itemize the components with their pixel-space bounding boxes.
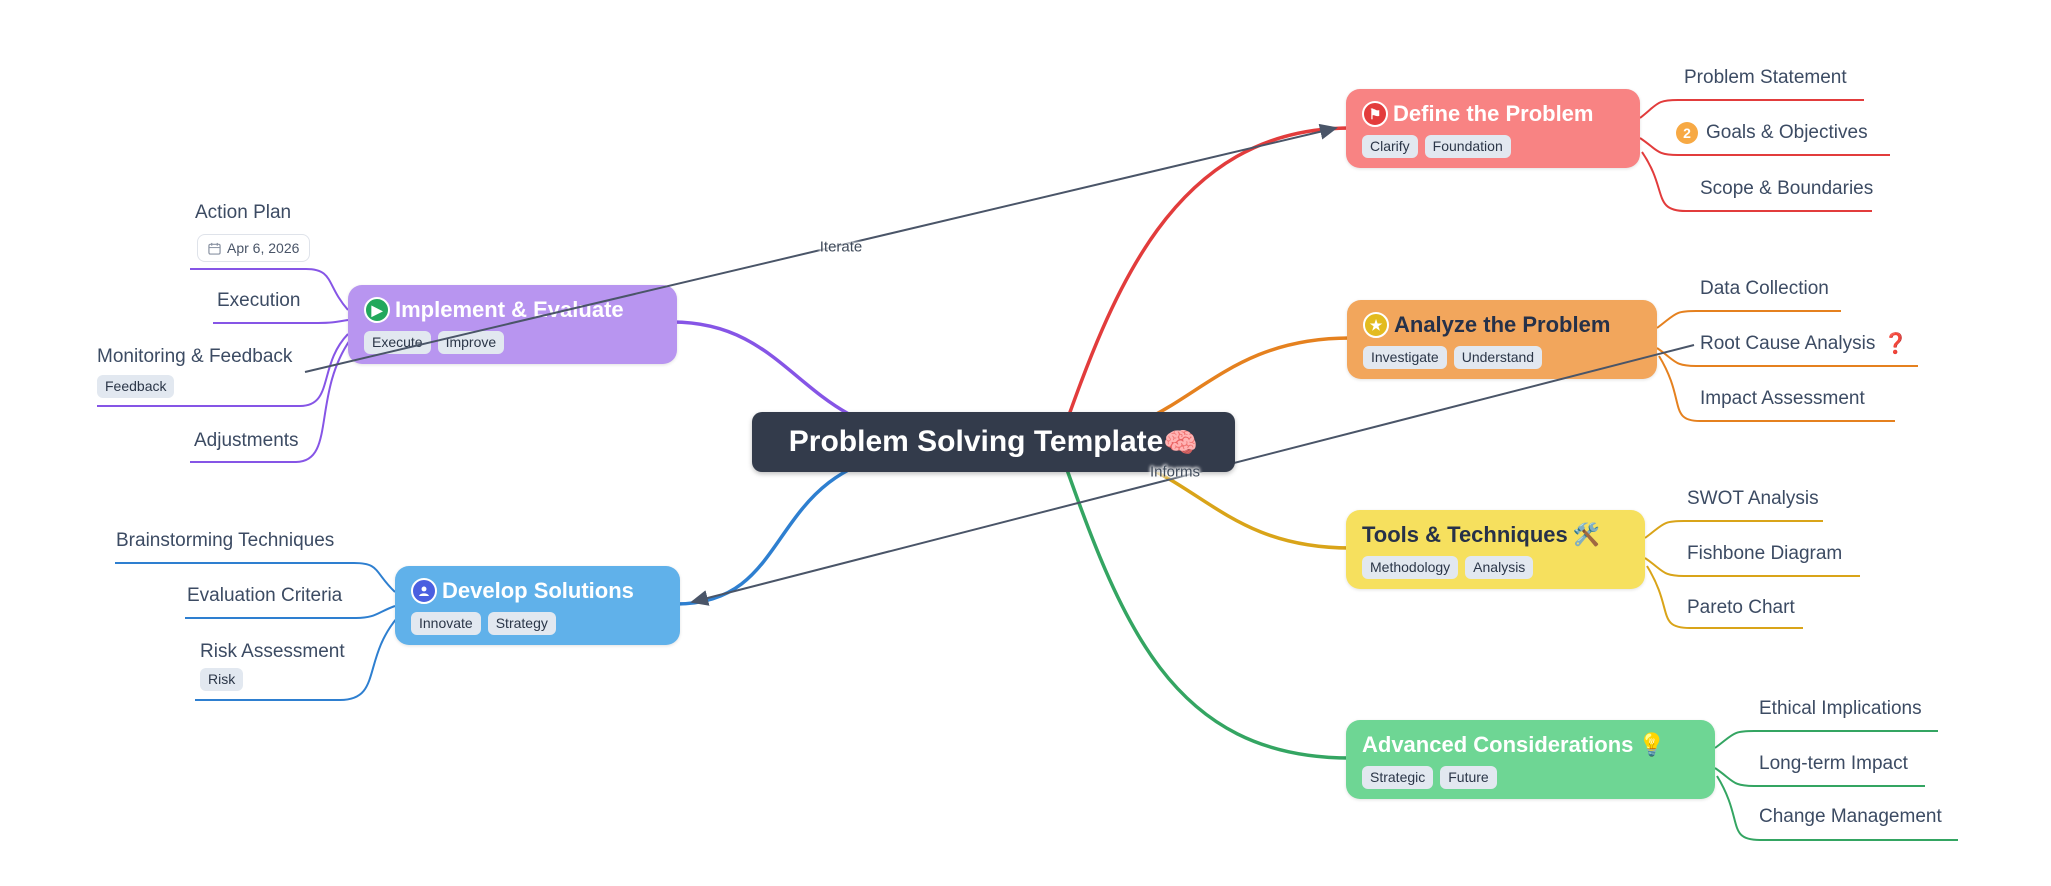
branch-title: Analyze the Problem [1394, 312, 1611, 337]
iterate-arrow-label: Iterate [819, 238, 863, 256]
user-icon [411, 578, 437, 604]
central-topic[interactable]: Problem Solving Template🧠 [752, 412, 1235, 472]
topic-action-plan[interactable]: Action Plan [195, 202, 292, 223]
branch-advanced-considerations[interactable]: Advanced Considerations 💡 Strategic Futu… [1346, 720, 1715, 799]
question-mark-icon: ❓ [1883, 333, 1909, 355]
flag-icon: ⚑ [1362, 101, 1388, 127]
tag-risk: Risk [200, 668, 244, 691]
tag-strategy: Strategy [487, 612, 556, 635]
central-topic-label: Problem Solving Template [788, 425, 1164, 458]
brain-emoji-icon: 🧠 [1163, 426, 1199, 458]
topic-adjustments[interactable]: Adjustments [194, 430, 299, 451]
topic-evaluation-criteria[interactable]: Evaluation Criteria [187, 585, 343, 606]
tag-innovate: Innovate [411, 612, 481, 635]
tag-analysis: Analysis [1465, 556, 1534, 579]
branch-title: Develop Solutions [442, 578, 634, 603]
due-date-badge[interactable]: Apr 6, 2026 [197, 234, 311, 262]
topic-execution[interactable]: Execution [217, 290, 301, 311]
topic-brainstorming-techniques[interactable]: Brainstorming Techniques [116, 530, 335, 551]
branch-title: Advanced Considerations [1362, 732, 1634, 757]
lightbulb-emoji-icon: 💡 [1638, 732, 1666, 757]
branch-develop-solutions[interactable]: Develop Solutions Innovate Strategy [395, 566, 680, 645]
tag-investigate: Investigate [1363, 346, 1447, 369]
priority-badge: 2 [1676, 122, 1698, 144]
branch-analyze-the-problem[interactable]: ★ Analyze the Problem Investigate Unders… [1347, 300, 1657, 379]
tag-improve: Improve [437, 331, 505, 354]
tag-methodology: Methodology [1362, 556, 1459, 579]
topic-long-term-impact[interactable]: Long-term Impact [1759, 753, 1908, 774]
tag-clarify: Clarify [1362, 135, 1418, 158]
topic-fishbone-diagram[interactable]: Fishbone Diagram [1687, 543, 1843, 564]
calendar-icon [208, 242, 221, 255]
topic-goals-objectives[interactable]: 2 Goals & Objectives [1676, 120, 1868, 146]
topic-pareto-chart[interactable]: Pareto Chart [1687, 597, 1795, 618]
branch-title: Define the Problem [1393, 101, 1594, 126]
tag-understand: Understand [1453, 346, 1543, 369]
play-icon: ▶ [364, 297, 390, 323]
tag-strategic: Strategic [1362, 766, 1434, 789]
topic-data-collection[interactable]: Data Collection [1700, 278, 1829, 299]
informs-arrow [690, 344, 1695, 606]
branch-implement-evaluate[interactable]: ▶ Implement & Evaluate Execute Improve [348, 285, 677, 364]
tag-execute: Execute [364, 331, 431, 354]
topic-monitoring-feedback[interactable]: Monitoring & Feedback [97, 346, 293, 367]
topic-swot-analysis[interactable]: SWOT Analysis [1687, 488, 1819, 509]
topic-impact-assessment[interactable]: Impact Assessment [1700, 388, 1865, 409]
topic-problem-statement[interactable]: Problem Statement [1684, 67, 1847, 88]
topic-ethical-implications[interactable]: Ethical Implications [1759, 698, 1922, 719]
tag-feedback: Feedback [97, 375, 175, 398]
informs-arrow-label: Informs [1149, 463, 1201, 481]
branch-title: Tools & Techniques [1362, 522, 1568, 547]
topic-root-cause-analysis[interactable]: Root Cause Analysis ❓ [1700, 333, 1909, 355]
topic-change-management[interactable]: Change Management [1759, 806, 1942, 827]
topic-scope-boundaries[interactable]: Scope & Boundaries [1700, 178, 1874, 199]
star-icon: ★ [1363, 312, 1389, 338]
branch-title: Implement & Evaluate [395, 297, 624, 322]
branch-tools-techniques[interactable]: Tools & Techniques 🛠️ Methodology Analys… [1346, 510, 1645, 589]
topic-risk-assessment[interactable]: Risk Assessment [200, 641, 345, 662]
tag-foundation: Foundation [1424, 135, 1511, 158]
tag-future: Future [1440, 766, 1497, 789]
iterate-arrow [304, 123, 1338, 373]
branch-define-the-problem[interactable]: ⚑ Define the Problem Clarify Foundation [1346, 89, 1640, 168]
hammer-wrench-emoji-icon: 🛠️ [1572, 522, 1601, 547]
